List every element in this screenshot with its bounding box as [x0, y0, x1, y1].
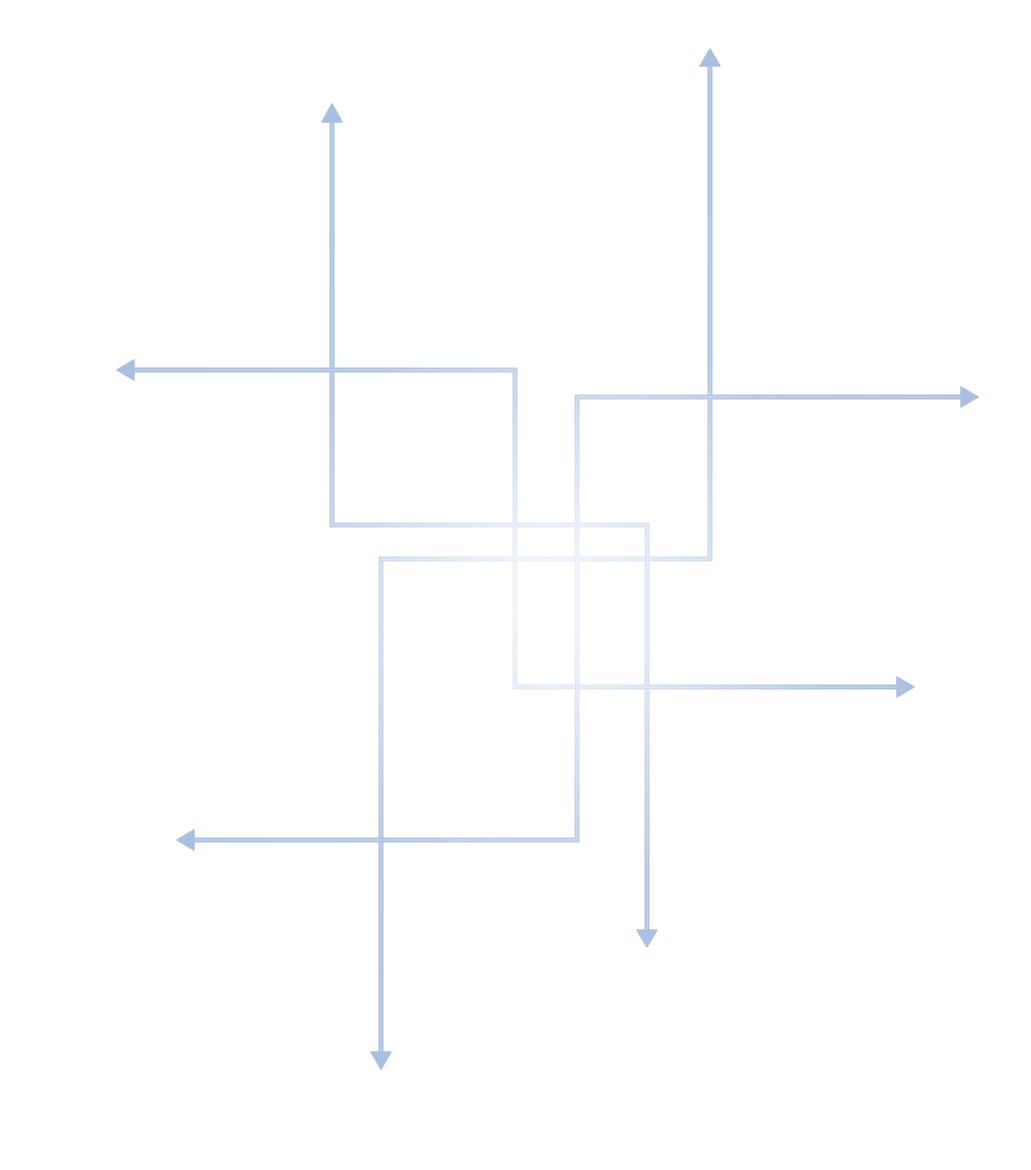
arrowhead-down-icon	[370, 1051, 392, 1070]
double-headed-arrow-1	[321, 103, 658, 948]
double-headed-arrow-4	[176, 386, 979, 851]
arrowhead-right-icon	[960, 386, 979, 408]
arrowhead-left-icon	[176, 829, 195, 851]
arrowhead-up-icon	[699, 48, 721, 67]
arrowhead-right-icon	[896, 676, 915, 698]
arrowhead-left-icon	[116, 359, 135, 381]
arrowhead-up-icon	[321, 103, 343, 123]
arrowhead-down-icon	[636, 929, 658, 948]
double-headed-arrow-3	[370, 48, 721, 1070]
double-headed-arrow-2	[116, 359, 915, 698]
